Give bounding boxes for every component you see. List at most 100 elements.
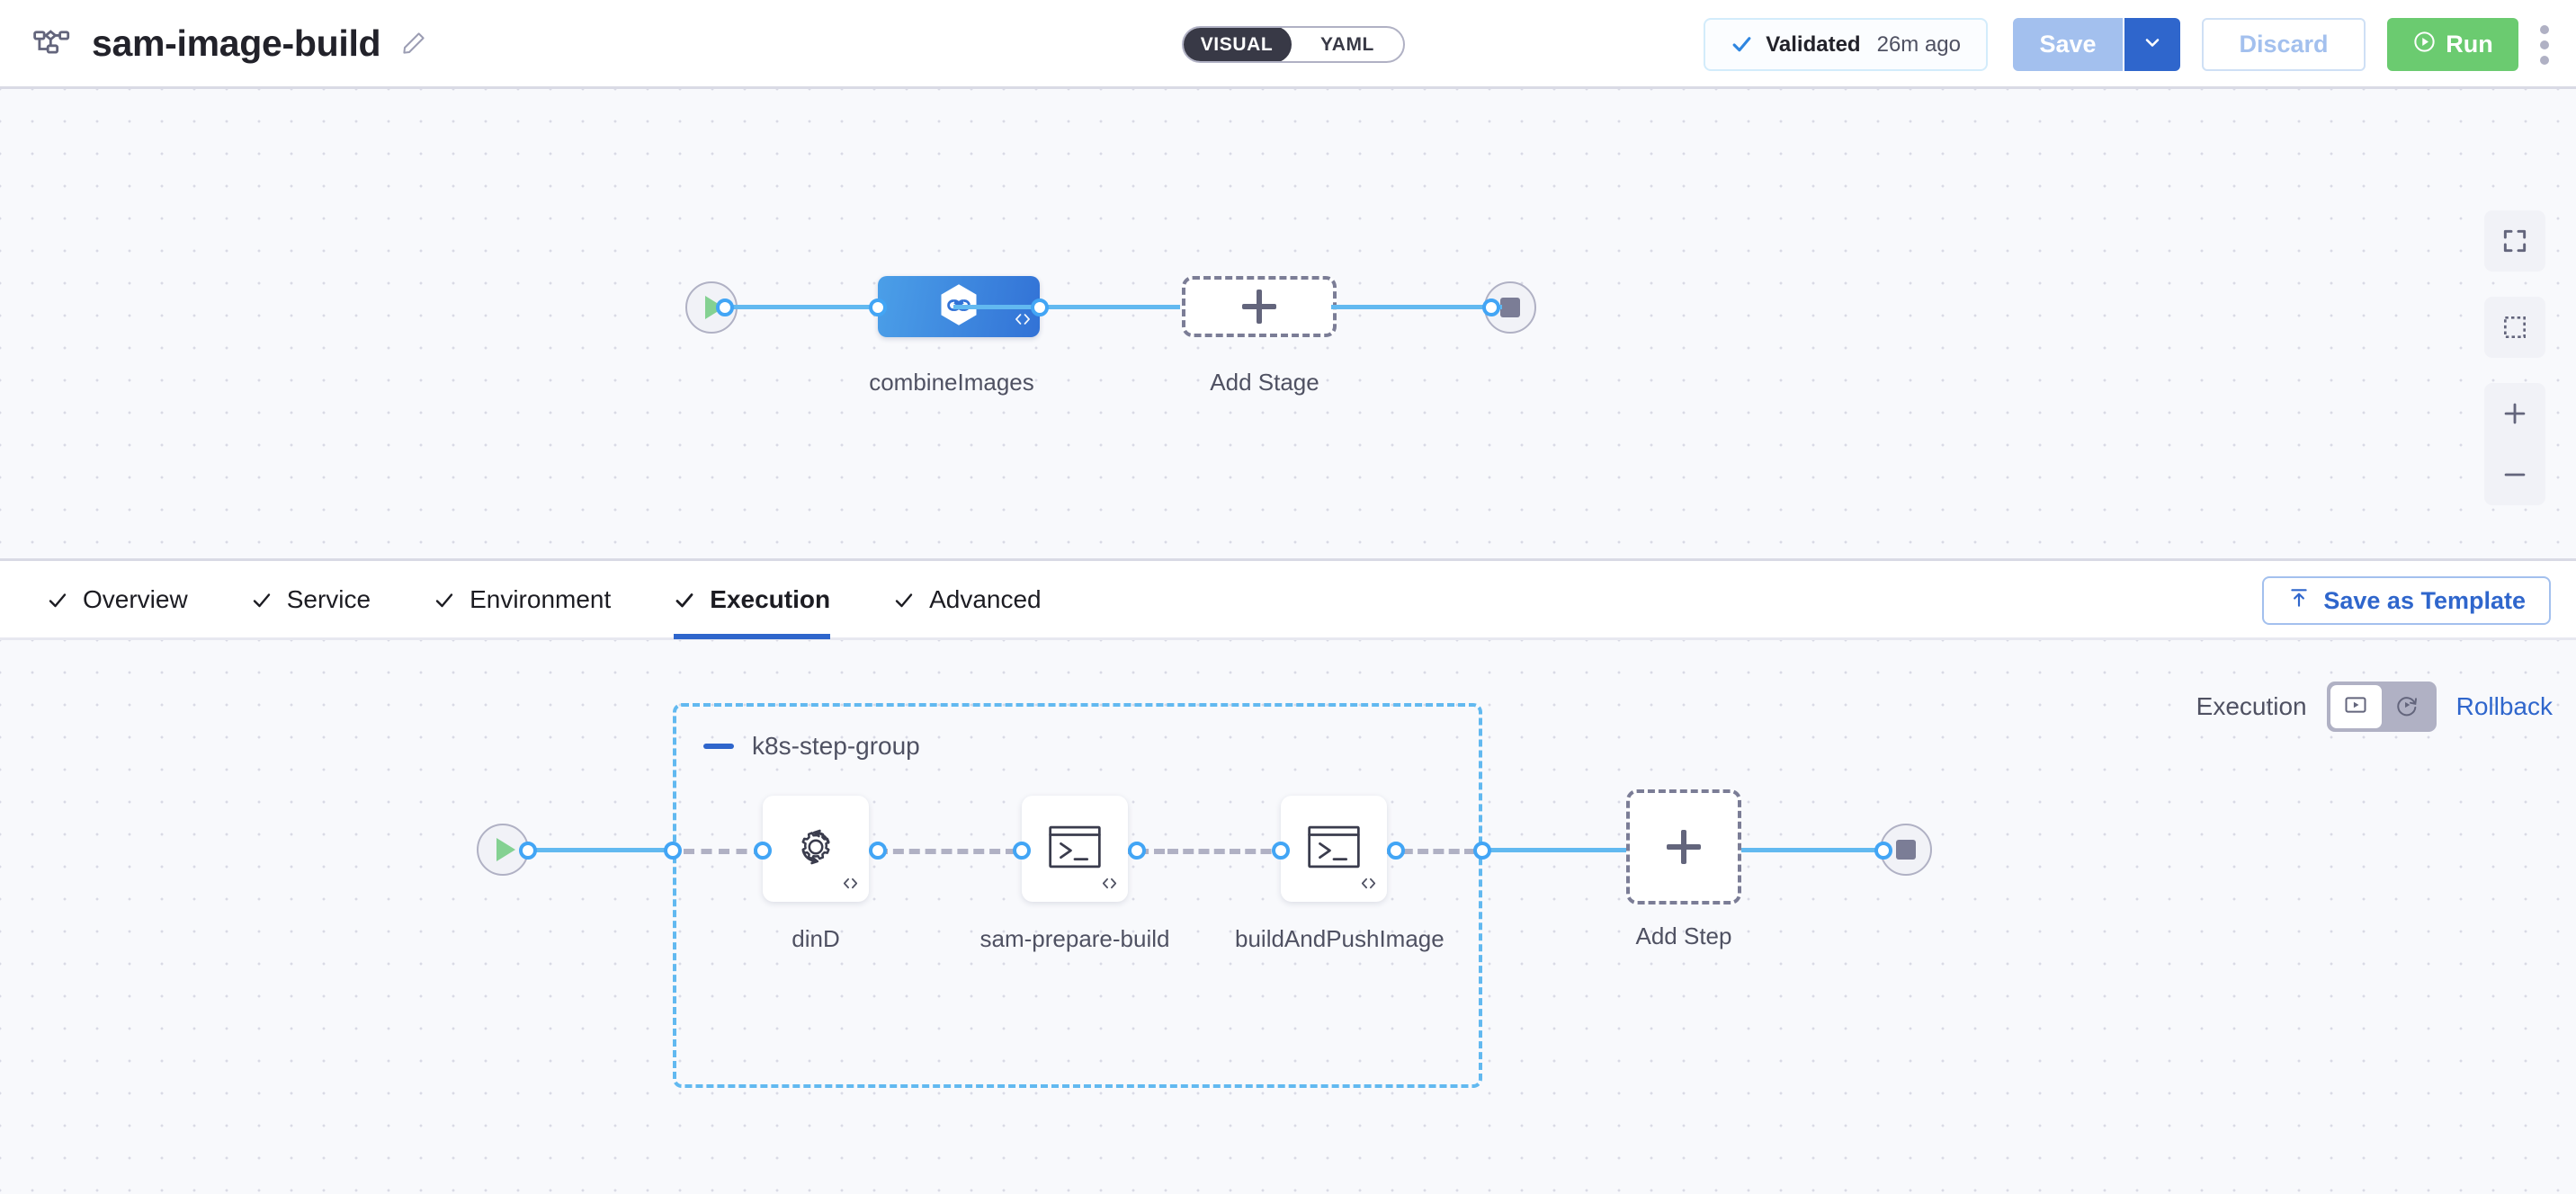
minus-icon[interactable] bbox=[703, 744, 734, 749]
port-group-in[interactable] bbox=[664, 842, 682, 860]
tab-label: Execution bbox=[710, 584, 831, 613]
check-icon bbox=[674, 589, 695, 610]
step-link-group-in bbox=[684, 849, 765, 854]
step-group-title: k8s-step-group bbox=[752, 732, 920, 760]
stop-icon bbox=[1896, 840, 1916, 860]
port-group-out[interactable] bbox=[1473, 842, 1491, 860]
add-stage-button[interactable] bbox=[1182, 276, 1337, 337]
execution-label: Execution bbox=[2196, 692, 2307, 720]
validated-label: Validated bbox=[1766, 31, 1861, 57]
add-step-button[interactable] bbox=[1626, 789, 1741, 904]
plus-icon bbox=[1242, 290, 1276, 324]
stage-canvas[interactable]: combineImages Add Stage bbox=[0, 89, 2576, 558]
step-link-1 bbox=[877, 849, 1016, 854]
check-icon bbox=[251, 589, 273, 610]
run-label: Run bbox=[2446, 31, 2493, 58]
toggle-execution-button[interactable] bbox=[2330, 685, 2382, 728]
port-combineimages-out[interactable] bbox=[1031, 298, 1049, 316]
check-icon bbox=[434, 589, 455, 610]
terminal-icon bbox=[1047, 823, 1103, 876]
upload-template-icon bbox=[2287, 586, 2311, 616]
add-step-label: Add Step bbox=[1635, 922, 1732, 949]
play-icon bbox=[496, 838, 515, 861]
port-combineimages-in[interactable] bbox=[869, 298, 887, 316]
visual-yaml-toggle[interactable]: VISUAL YAML bbox=[1182, 26, 1405, 63]
step-node-buildandpushimage[interactable] bbox=[1281, 796, 1387, 902]
tab-label: Advanced bbox=[929, 584, 1042, 613]
stage-link-start bbox=[720, 305, 881, 309]
step-link-3 bbox=[1167, 849, 1302, 854]
play-box-icon bbox=[2343, 692, 2368, 722]
validated-timestamp: 26m ago bbox=[1876, 31, 1961, 57]
dashed-square-icon[interactable] bbox=[2484, 297, 2545, 358]
tab-service[interactable]: Service bbox=[251, 560, 371, 639]
code-badge-icon bbox=[1014, 310, 1032, 333]
check-icon bbox=[47, 589, 68, 610]
execution-rollback-toggle[interactable] bbox=[2326, 682, 2437, 732]
zoom-in-button[interactable] bbox=[2484, 383, 2545, 444]
tab-label: Environment bbox=[470, 584, 612, 613]
kebab-menu-icon[interactable] bbox=[2538, 20, 2551, 70]
step-group-header[interactable]: k8s-step-group bbox=[703, 732, 920, 761]
save-button[interactable]: Save bbox=[2013, 18, 2124, 71]
app-header: sam-image-build VISUAL YAML Validated 26… bbox=[0, 0, 2576, 89]
step-label-buildandpushimage: buildAndPushImage bbox=[1235, 925, 1445, 952]
gear-sync-icon bbox=[787, 818, 845, 880]
step-group-k8s[interactable]: k8s-step-group bbox=[673, 703, 1482, 1088]
stage-link-1 bbox=[953, 305, 1180, 309]
rollback-icon bbox=[2394, 692, 2419, 722]
step-link-to-end bbox=[1736, 848, 1884, 852]
canvas-controls bbox=[2484, 210, 2545, 505]
tab-label: Overview bbox=[83, 584, 188, 613]
rollback-label[interactable]: Rollback bbox=[2455, 692, 2553, 720]
stage-config-tabs: Overview Service Environment Execution A… bbox=[0, 558, 2576, 640]
pencil-icon[interactable] bbox=[400, 30, 427, 57]
port-sam-prepare-build-out[interactable] bbox=[1128, 842, 1146, 860]
stage-label-combineimages: combineImages bbox=[869, 369, 1034, 396]
code-badge-icon bbox=[1101, 875, 1118, 896]
execution-step-canvas[interactable] bbox=[0, 640, 2576, 1194]
port-buildandpushimage-in[interactable] bbox=[1272, 842, 1290, 860]
save-as-template-button[interactable]: Save as Template bbox=[2262, 576, 2551, 625]
add-stage-label: Add Stage bbox=[1210, 369, 1319, 396]
port-end-in[interactable] bbox=[1482, 298, 1500, 316]
code-badge-icon bbox=[842, 875, 859, 896]
code-badge-icon bbox=[1360, 875, 1377, 896]
tab-execution[interactable]: Execution bbox=[674, 560, 830, 639]
play-circle-icon bbox=[2412, 30, 2437, 60]
port-dind-out[interactable] bbox=[869, 842, 887, 860]
toggle-option-yaml[interactable]: YAML bbox=[1320, 33, 1374, 55]
port-dind-in[interactable] bbox=[754, 842, 772, 860]
save-dropdown-button[interactable] bbox=[2124, 18, 2180, 71]
tab-advanced[interactable]: Advanced bbox=[893, 560, 1042, 639]
tab-label: Service bbox=[286, 584, 371, 613]
tab-environment[interactable]: Environment bbox=[434, 560, 611, 639]
step-link-start bbox=[525, 848, 674, 852]
pipeline-end-node bbox=[1484, 281, 1536, 334]
zoom-controls bbox=[2484, 383, 2545, 505]
step-node-sam-prepare-build[interactable] bbox=[1022, 796, 1128, 902]
run-button[interactable]: Run bbox=[2387, 18, 2518, 71]
fullscreen-icon[interactable] bbox=[2484, 210, 2545, 272]
zoom-out-button[interactable] bbox=[2484, 444, 2545, 505]
step-label-sam-prepare-build: sam-prepare-build bbox=[979, 925, 1170, 952]
port-step-start-out[interactable] bbox=[519, 842, 537, 860]
header-left-group: sam-image-build bbox=[32, 22, 427, 65]
step-node-dind[interactable] bbox=[763, 796, 869, 902]
toggle-rollback-button[interactable] bbox=[2382, 685, 2433, 728]
save-button-group[interactable]: Save bbox=[2013, 18, 2180, 71]
check-icon bbox=[893, 589, 915, 610]
discard-button[interactable]: Discard bbox=[2202, 18, 2366, 71]
check-icon bbox=[1731, 33, 1753, 56]
kebab-dot bbox=[2540, 40, 2549, 49]
port-sam-prepare-build-in[interactable] bbox=[1013, 842, 1031, 860]
toggle-option-visual[interactable]: VISUAL bbox=[1184, 28, 1292, 61]
tab-overview[interactable]: Overview bbox=[47, 560, 188, 639]
kebab-dot bbox=[2540, 24, 2549, 34]
port-step-end-in[interactable] bbox=[1874, 842, 1892, 860]
stage-link-2 bbox=[1331, 305, 1502, 309]
port-start-out[interactable] bbox=[716, 298, 734, 316]
pipeline-icon bbox=[32, 24, 70, 62]
port-buildandpushimage-out[interactable] bbox=[1387, 842, 1405, 860]
chevron-down-icon bbox=[2142, 31, 2163, 58]
